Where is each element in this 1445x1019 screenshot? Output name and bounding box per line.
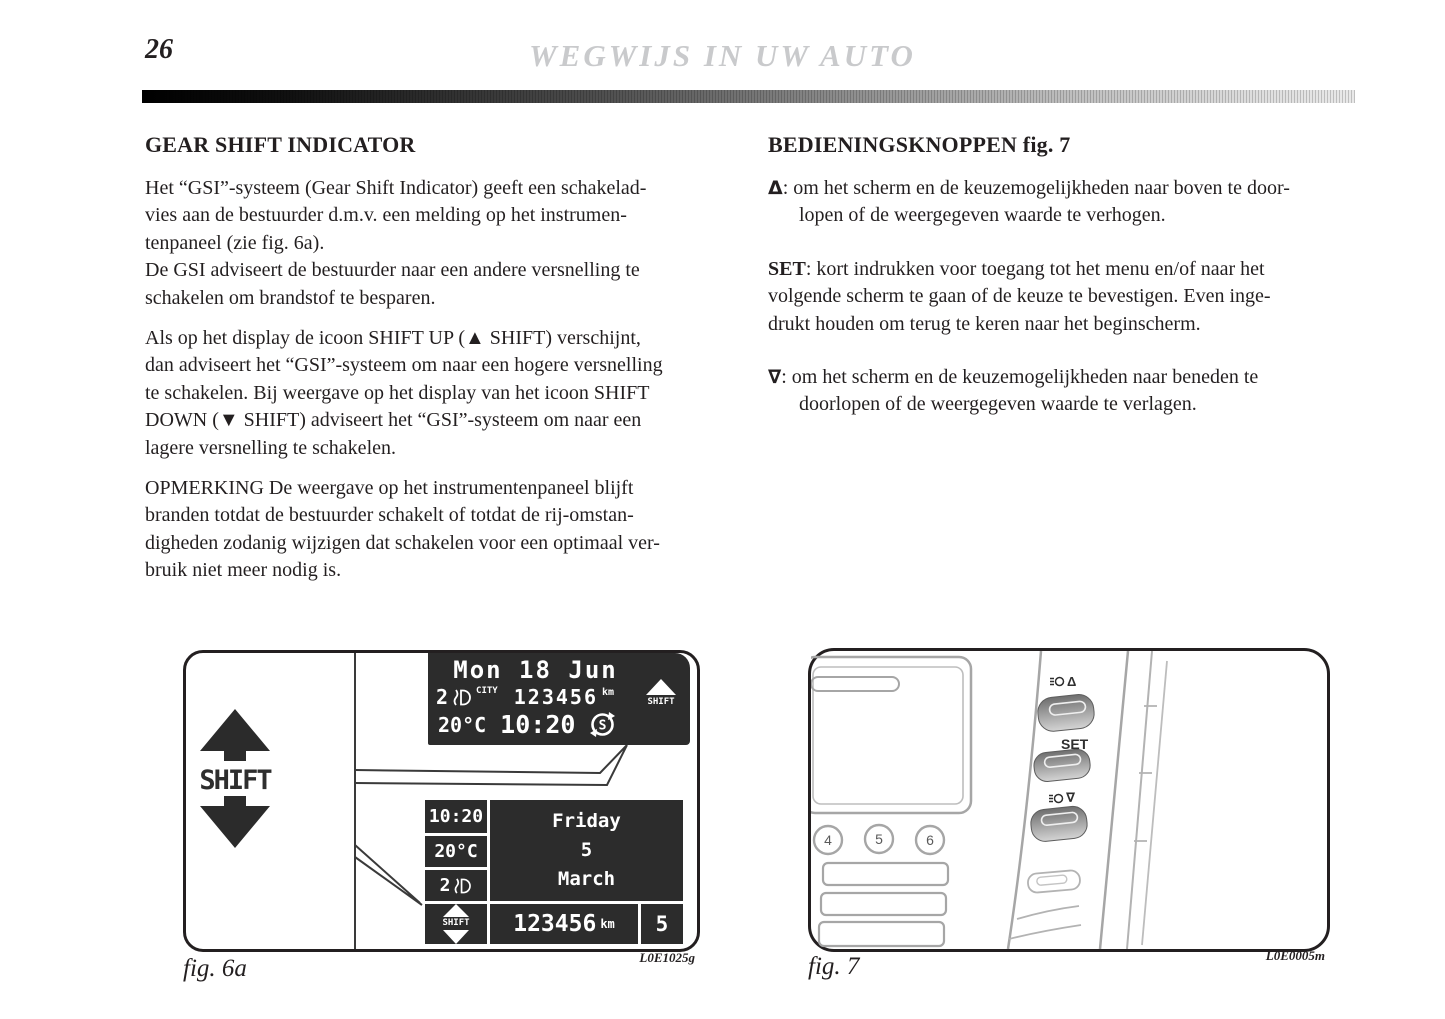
figure-6a: SHIFT Mon 18 Jun 2 CITY 123456 km 20°C 1…: [183, 650, 700, 982]
set-button-label: SET: [1061, 736, 1088, 752]
eco-s-icon: S: [590, 712, 616, 737]
page-number: 26: [145, 34, 173, 65]
lcd-month: March: [557, 868, 616, 890]
list-item-up-button: Δ: om het scherm en de keuzemogelijkhede…: [768, 175, 1362, 230]
knob-number-5: 5: [875, 831, 883, 847]
display-icon: [1050, 676, 1065, 687]
instrument-display-bottom: 10:20 Friday 5 March 20°C 2 SHIFT 123456…: [425, 800, 683, 944]
list-item-text: : om het scherm en de keuzemogelijkheden…: [782, 177, 1290, 227]
up-button-label: Δ: [1050, 674, 1076, 689]
knob-number-6: 6: [926, 832, 934, 848]
lcd-mode-city: CITY: [476, 686, 498, 696]
shift-up-icon: SHIFT: [639, 679, 683, 707]
lcd-cell-day: Friday 5 March: [490, 800, 683, 901]
lcd-day: Friday: [552, 810, 621, 832]
paragraph-shift-up-down: Als op het display de icoon SHIFT UP (▲ …: [145, 327, 663, 459]
left-column: GEAR SHIFT INDICATOR Het “GSI”-systeem (…: [145, 132, 741, 598]
header-gradient-rule: [142, 90, 1355, 103]
display-icon: [1049, 793, 1064, 803]
knob-number-4: 4: [824, 832, 832, 848]
right-column: BEDIENINGSKNOPPEN fig. 7 Δ: om het scher…: [768, 132, 1362, 445]
shift-small-label: SHIFT: [647, 697, 675, 707]
lcd-cell-gear-position: 5: [641, 904, 683, 944]
list-item-set-button: SET: kort indrukken voor toegang tot het…: [768, 256, 1362, 338]
shift-small-label: SHIFT: [442, 918, 470, 928]
shift-word-label: SHIFT: [199, 765, 272, 796]
headlight-icon: [453, 688, 471, 706]
figure-6a-code: L0E1025g: [639, 950, 695, 965]
lcd-temperature: 20°C: [438, 712, 487, 737]
down-button: [1030, 805, 1088, 842]
instrument-display-top: Mon 18 Jun 2 CITY 123456 km 20°C 10:20 S…: [428, 653, 690, 745]
headlight-icon: [455, 877, 472, 894]
lcd-cell-temperature: 20°C: [425, 836, 487, 867]
lcd-odometer-unit: km: [601, 686, 615, 698]
figure-6a-caption: fig. 6a: [183, 955, 247, 982]
lcd-cell-odometer: 123456 km: [490, 904, 638, 944]
list-item-text: : om het scherm en de keuzemogelijkheden…: [781, 366, 1259, 416]
shift-indicator-legend: SHIFT: [193, 709, 277, 853]
shift-up-arrow-icon: [200, 709, 270, 761]
figure-7: 4 5 6: [808, 648, 1330, 980]
triangle-down-symbol: ∇: [1066, 790, 1076, 805]
list-item-down-button: ∇: om het scherm en de keuzemogelijkhede…: [768, 364, 1362, 419]
lcd-cell-time: 10:20: [425, 800, 487, 833]
paragraph-opmerking: OPMERKING De weergave op het instrumente…: [145, 477, 660, 582]
up-button: [1037, 694, 1095, 732]
extra-button-outline: [1027, 869, 1081, 894]
lcd-date-number: 5: [580, 839, 593, 861]
figure-7-caption: fig. 7: [808, 953, 860, 980]
down-button-label: ∇: [1049, 790, 1075, 806]
lcd-odometer-unit: km: [600, 917, 615, 931]
figure-7-code: L0E0005m: [1265, 948, 1325, 963]
section-heading-bedieningsknoppen: BEDIENINGSKNOPPEN fig. 7: [768, 132, 1071, 157]
lcd-gear: 2: [436, 685, 449, 709]
lcd-odometer: 123456: [513, 685, 598, 709]
lcd-date: Mon 18 Jun: [453, 656, 618, 684]
eco-s-letter: S: [599, 719, 607, 734]
list-item-text: : kort indrukken voor toegang tot het me…: [768, 257, 1271, 335]
shift-up-down-icon: SHIFT: [425, 904, 487, 944]
triangle-up-symbol: Δ: [1067, 674, 1077, 689]
section-heading-gear-shift-indicator: GEAR SHIFT INDICATOR: [145, 132, 416, 157]
lcd-odometer: 123456: [513, 911, 597, 937]
set-symbol: SET: [768, 257, 806, 280]
triangle-down-symbol: ∇: [768, 366, 782, 389]
lcd-gear: 2: [439, 875, 451, 896]
lcd-cell-gear: 2: [425, 870, 487, 901]
set-button: [1033, 748, 1091, 782]
lcd-time: 10:20: [500, 710, 576, 739]
paragraph-gsi-intro: Het “GSI”-systeem (Gear Shift Indicator)…: [145, 177, 647, 309]
shift-down-arrow-icon: [200, 796, 270, 848]
set-label-text: SET: [1061, 736, 1089, 752]
triangle-up-symbol: Δ: [768, 177, 783, 199]
page-title: WEGWIJS IN UW AUTO: [529, 38, 916, 73]
